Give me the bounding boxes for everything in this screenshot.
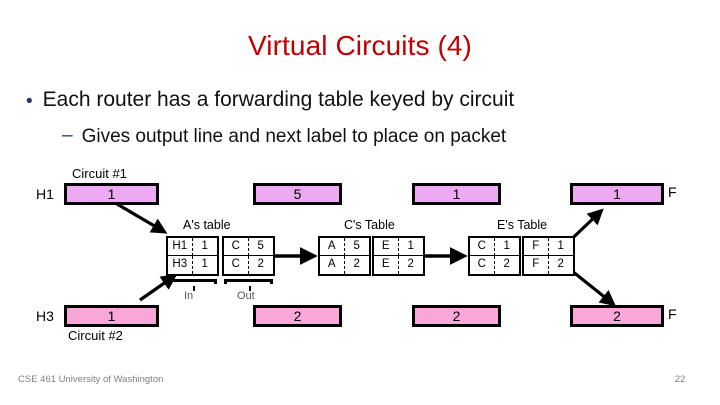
cell: 5 [248,238,273,256]
bullet-dash-icon: – [62,125,73,146]
cell: 1 [201,258,208,271]
bullet-marker-icon: • [26,91,33,112]
caption-circuit-2: Circuit #2 [68,328,123,343]
cell: 2 [353,258,360,271]
cell: C [224,256,249,274]
cell: 1 [494,238,519,256]
bullet-level-2-text: Gives output line and next label to plac… [81,126,507,147]
table-e-out: F 1 F 2 [522,236,575,276]
footer-text: CSE 461 University of Washington [18,374,164,385]
host-label-f-bottom: F [668,306,677,322]
cell: H1 [168,238,193,256]
packet-top-4: 1 [570,183,664,205]
page-title: Virtual Circuits (4) [248,30,472,61]
packet-top-1: 1 [64,183,159,205]
host-label-h1: H1 [36,186,54,202]
cell: F [524,238,549,256]
cell: 1 [398,238,423,256]
packet-top-3: 1 [412,183,501,205]
bullet-level-1-text: Each router has a forwarding table keyed… [42,88,515,111]
cell: F [524,256,549,274]
packet-bottom-3: 2 [412,305,501,327]
label-in: In [184,290,194,302]
brace-in [168,279,217,291]
label-out: Out [237,290,255,302]
bullet-level-2: – Gives output line and next label to pl… [62,126,702,148]
table-e-in: C 1 C 2 [468,236,521,276]
cell: A [320,238,345,256]
arrow-h3-to-a-table [139,274,178,302]
cell: 2 [407,258,414,271]
brace-out [224,279,273,291]
label-a-table: A's table [183,218,231,232]
table-a-in: H1 1 H3 1 [166,236,219,276]
bullet-level-1: • Each router has a forwarding table key… [26,88,696,112]
label-e-table: E's Table [497,218,548,232]
cell: A [320,256,345,274]
host-label-f-top: F [668,184,677,200]
label-c-table: C's Table [344,218,395,232]
arrow-e-table-to-f-bottom [571,269,616,307]
table-a-out: C 5 C 2 [222,236,275,276]
cell: H3 [168,256,193,274]
cell: C [470,238,495,256]
table-c-in: A 5 A 2 [318,236,371,276]
cell: 1 [548,238,573,256]
cell: E [374,238,399,256]
table-c-out: E 1 E 2 [372,236,425,276]
cell: 2 [557,258,564,271]
cell: 5 [344,238,369,256]
cell: 2 [503,258,510,271]
cell: 1 [192,238,217,256]
cell: C [224,238,249,256]
caption-circuit-1: Circuit #1 [72,166,127,181]
cell: E [374,256,399,274]
packet-top-2: 5 [253,183,342,205]
packet-bottom-4: 2 [570,305,664,327]
cell: 2 [257,258,264,271]
host-label-h3: H3 [36,308,54,324]
packet-bottom-1: 1 [64,305,159,327]
page-number: 22 [674,374,686,385]
arrow-h1-to-a-table [116,202,168,234]
packet-bottom-2: 2 [253,305,342,327]
cell: C [470,256,495,274]
